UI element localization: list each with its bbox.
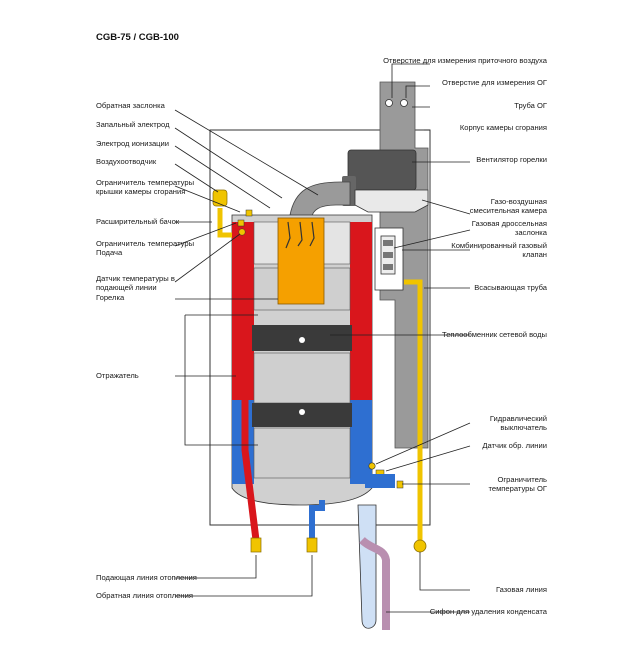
fin-bolt xyxy=(299,409,305,415)
gas-line xyxy=(404,279,423,542)
air-vent xyxy=(212,189,228,207)
ionization-electrode xyxy=(297,221,303,247)
ignition-electrode xyxy=(285,221,291,249)
label-air-vent: Воздухоотводчик xyxy=(96,157,157,166)
return-fitting xyxy=(306,537,318,553)
label-return-line-sensor: Датчик обр. линии xyxy=(482,441,547,450)
valve-part xyxy=(383,252,393,258)
label-heating-return-line: Обратная линия отопления xyxy=(96,591,193,600)
gas-air-mixing-chamber xyxy=(354,189,429,213)
flue-duct xyxy=(289,181,351,219)
gas-connection xyxy=(413,539,427,553)
label-ionization-electrode: Электрод ионизации xyxy=(96,139,169,148)
label-combustion-chamber-housing: Корпус камеры сгорания xyxy=(460,123,547,132)
supply-temp-limiter xyxy=(237,219,245,227)
electrode xyxy=(309,221,315,247)
section-3 xyxy=(253,427,351,479)
return-pipe xyxy=(309,500,325,540)
right-header-lower xyxy=(350,400,372,484)
label-flue-pipe: Труба ОГ xyxy=(514,101,547,110)
label-condensate-siphon: Сифон для удаления конденсата xyxy=(430,607,548,616)
flue-gas-port xyxy=(400,99,408,107)
right-labels: Отверстие для измерения приточного возду… xyxy=(383,56,548,616)
supply-temp-sensor xyxy=(238,228,246,236)
valve-part xyxy=(383,240,393,246)
section-2 xyxy=(253,352,351,404)
label-ignition-electrode: Запальный электрод xyxy=(96,120,170,129)
label-burner: Горелка xyxy=(96,293,125,302)
label-network-water-heat-exchanger: Теплообменник сетевой воды xyxy=(442,330,547,339)
fin-bolt xyxy=(299,337,305,343)
label-gas-line: Газовая линия xyxy=(496,585,547,594)
label-reflector: Отражатель xyxy=(96,371,139,380)
chamber-lid-temp-limiter xyxy=(245,209,253,217)
expansion-line xyxy=(217,208,232,238)
supply-fitting xyxy=(250,537,262,553)
diagram-title: CGB-75 / CGB-100 xyxy=(96,32,179,43)
flue-gas-temp-limiter xyxy=(396,480,404,489)
label-intake-air-port: Отверстие для измерения приточного возду… xyxy=(383,56,548,65)
condensate-siphon xyxy=(357,504,377,629)
hydraulic-switch xyxy=(368,462,376,470)
label-flue-gas-port: Отверстие для измерения ОГ xyxy=(442,78,547,87)
left-labels: Обратная заслонка Запальный электрод Эле… xyxy=(96,101,197,600)
label-intake-pipe: Всасывающая труба xyxy=(474,283,548,292)
return-flue-box xyxy=(365,474,395,488)
label-heating-supply-line: Подающая линия отопления xyxy=(96,573,197,582)
supply-pipe xyxy=(241,225,260,541)
siphon-hose xyxy=(359,536,390,630)
valve-part xyxy=(383,264,393,270)
intake-air-port xyxy=(385,99,393,107)
label-expansion-tank: Расширительный бачок xyxy=(96,217,180,226)
label-burner-fan: Вентилятор горелки xyxy=(476,155,547,164)
leader-lines xyxy=(174,63,471,613)
label-return-damper: Обратная заслонка xyxy=(96,101,166,110)
burner-fan xyxy=(347,149,417,191)
